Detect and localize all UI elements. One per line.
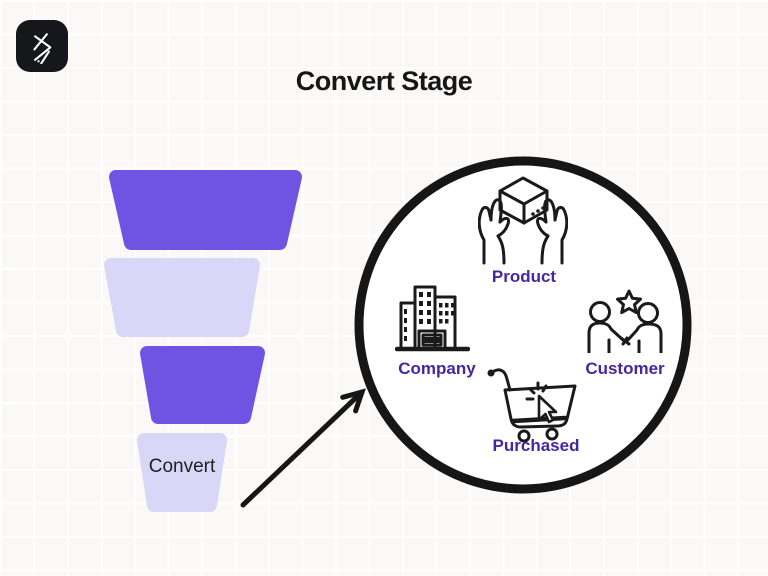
purchased-cart-icon	[487, 363, 588, 443]
page-title: Convert Stage	[295, 66, 473, 96]
brand-logo-icon	[33, 33, 52, 64]
customer-handshake-icon	[585, 288, 665, 353]
funnel-convert-label: Convert	[148, 456, 216, 477]
cycle-circle	[354, 156, 692, 494]
funnel-segment-3	[140, 346, 265, 424]
funnel-segment-4	[137, 433, 227, 512]
arrowhead-icon	[340, 388, 366, 414]
cycle-label-purchased: Purchased	[492, 436, 580, 455]
brand-logo	[16, 20, 68, 72]
funnel-segment-1	[109, 170, 302, 250]
cycle-label-company: Company	[398, 359, 476, 378]
cycle-label-product: Product	[491, 267, 557, 286]
company-building-icon	[395, 283, 470, 353]
product-box-hands-icon	[478, 170, 568, 265]
funnel-segment-2	[104, 258, 260, 337]
arrow-connector	[240, 389, 365, 508]
cycle-label-customer: Customer	[585, 359, 665, 378]
